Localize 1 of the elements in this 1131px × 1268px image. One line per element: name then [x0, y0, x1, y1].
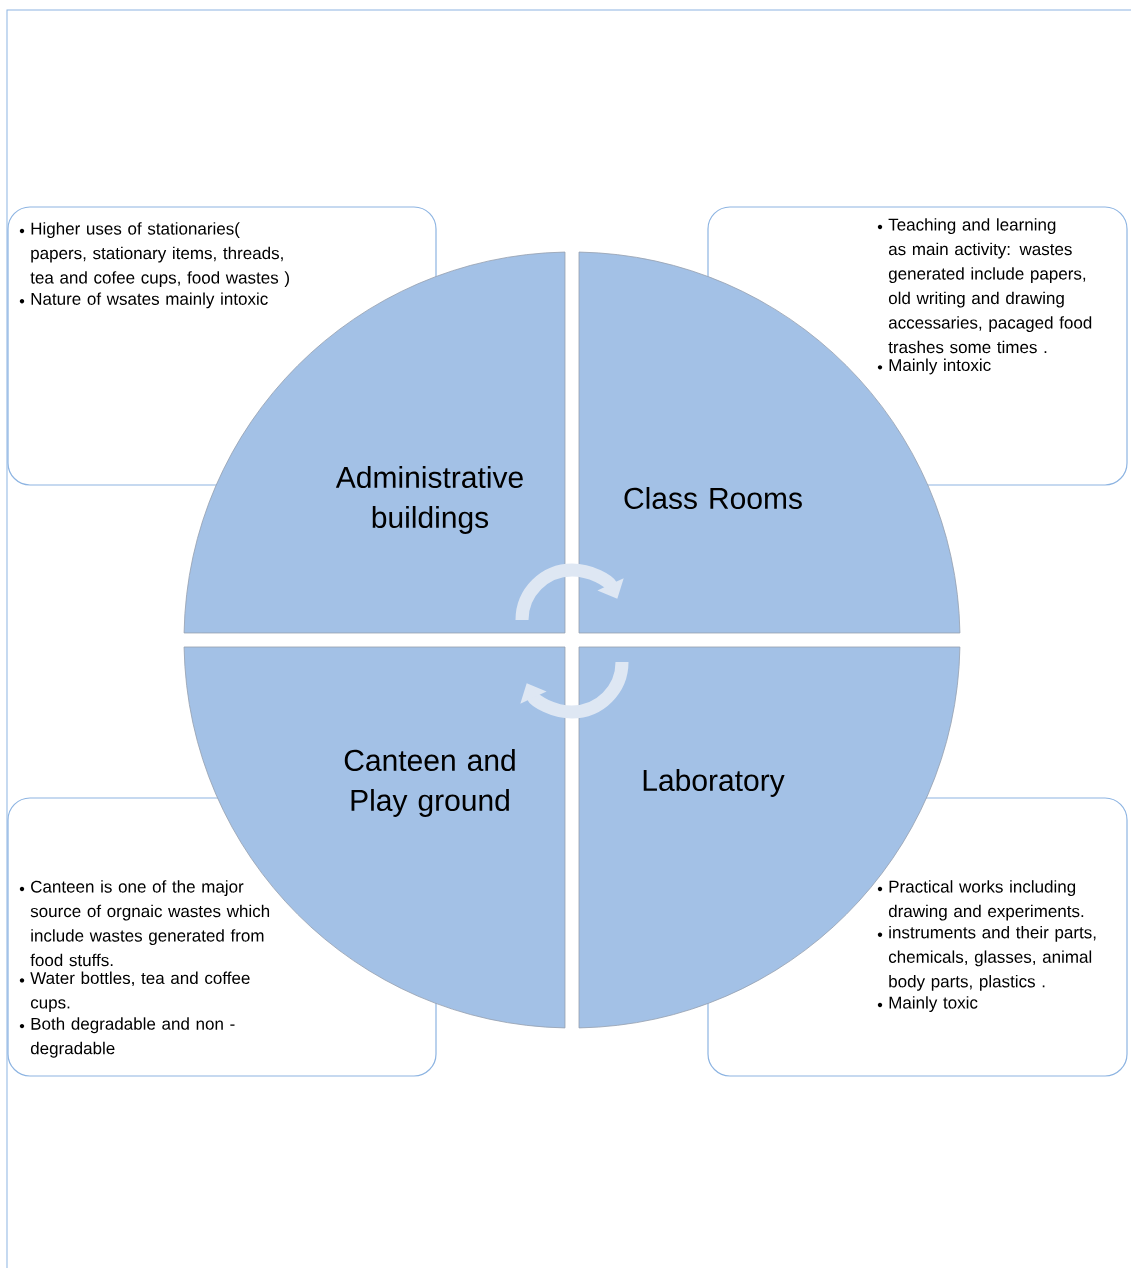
- cycle-arrow: [520, 661, 629, 719]
